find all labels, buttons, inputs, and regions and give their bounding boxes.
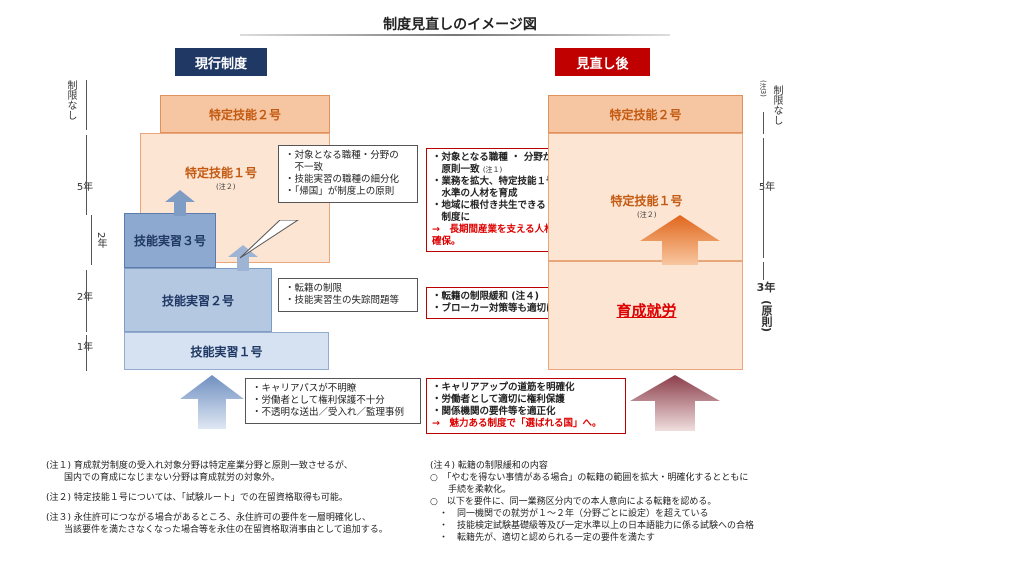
revised-ssw1-label: 特定技能１号 bbox=[610, 194, 683, 208]
left-scale-five-years: 5年 bbox=[76, 182, 94, 193]
right-scale-note3: (注3) bbox=[759, 80, 767, 97]
current-tit3-box: 技能実習３号 bbox=[124, 213, 216, 268]
current-issue-callout-mid: ・転籍の制限・技能実習生の失踪問題等 bbox=[278, 278, 418, 312]
revised-ssw1-note: (注２) bbox=[637, 211, 657, 219]
up-arrow-icon bbox=[630, 375, 720, 431]
revised-callout-top-conclusion: → 長期間産業を支える人材を確保。 bbox=[432, 224, 564, 247]
up-arrow-icon bbox=[180, 375, 244, 429]
current-tit1-box: 技能実習１号 bbox=[124, 332, 329, 370]
left-scale-line-five bbox=[86, 135, 87, 215]
up-arrow-icon bbox=[165, 190, 195, 216]
up-arrow-icon bbox=[640, 215, 720, 265]
current-tit2-label: 技能実習２号 bbox=[161, 293, 234, 308]
right-scale-line-top bbox=[763, 112, 764, 134]
revised-callout-bottom-conclusion: → 魅力ある制度で「選ばれる国」へ。 bbox=[432, 418, 602, 429]
revised-ikusei-box: 育成就労 bbox=[548, 261, 743, 370]
current-tit3-label: 技能実習３号 bbox=[133, 234, 206, 248]
revised-callout-bottom: ・キャリアアップの道筋を明確化・労働者として適切に権利保護・関係機関の要件等を適… bbox=[426, 378, 626, 434]
revised-ikusei-label: 育成就労 bbox=[616, 302, 677, 320]
revised-callout-note: (注１) bbox=[482, 166, 503, 174]
current-tit2-box: 技能実習２号 bbox=[124, 268, 272, 332]
current-issue-callout-top: ・対象となる職種・分野の 不一致・技能実習の職種の細分化・「帰国」が制度上の原則 bbox=[278, 145, 418, 203]
current-ssw1-note: (注２) bbox=[216, 183, 236, 191]
page-title: 制度見直しのイメージ図 bbox=[383, 17, 537, 33]
footnotes-left: (注１) 育成就労制度の受入れ対象分野は特定産業分野と原則一致させるが、 国内で… bbox=[46, 461, 388, 535]
left-scale-unlimited: 制限なし bbox=[65, 80, 76, 120]
current-ssw2-label: 特定技能２号 bbox=[208, 107, 281, 122]
revised-ssw2-box: 特定技能２号 bbox=[548, 95, 743, 133]
right-scale-three-years: 3年 bbox=[756, 281, 776, 294]
revised-system-header: 見直し後 bbox=[555, 48, 650, 76]
right-scale-line-five bbox=[763, 138, 764, 258]
callout-pointer bbox=[240, 220, 299, 259]
current-ssw1-label: 特定技能１号 bbox=[184, 166, 257, 180]
right-scale-principle: (原則) bbox=[760, 300, 773, 333]
current-system-header: 現行制度 bbox=[175, 48, 267, 76]
revised-ssw2-label: 特定技能２号 bbox=[609, 107, 682, 122]
right-scale-five-years: 5年 bbox=[758, 182, 776, 193]
left-scale-line-top bbox=[86, 80, 87, 130]
title-underline bbox=[240, 34, 670, 36]
right-scale-unlimited: 制限なし bbox=[771, 85, 782, 125]
current-ssw2-box: 特定技能２号 bbox=[160, 95, 330, 133]
left-scale-one-year: 1年 bbox=[76, 342, 94, 353]
right-scale-line-three bbox=[763, 262, 764, 280]
current-issue-callout-bottom: ・キャリアパスが不明瞭・労働者として権利保護不十分・不透明な送出／受入れ／監理事… bbox=[245, 378, 421, 424]
current-tit1-label: 技能実習１号 bbox=[190, 344, 263, 359]
left-scale-line-two-a bbox=[91, 215, 92, 265]
left-scale-two-years-a: 2年 bbox=[95, 232, 106, 249]
left-scale-line-two-b bbox=[86, 270, 87, 332]
footnotes-right: (注４) 転籍の制限緩和の内容 ○ 「やむを得ない事情がある場合」の転籍の範囲を… bbox=[430, 461, 755, 543]
left-scale-line-one bbox=[86, 335, 87, 371]
left-scale-two-years-b: 2年 bbox=[76, 292, 94, 303]
